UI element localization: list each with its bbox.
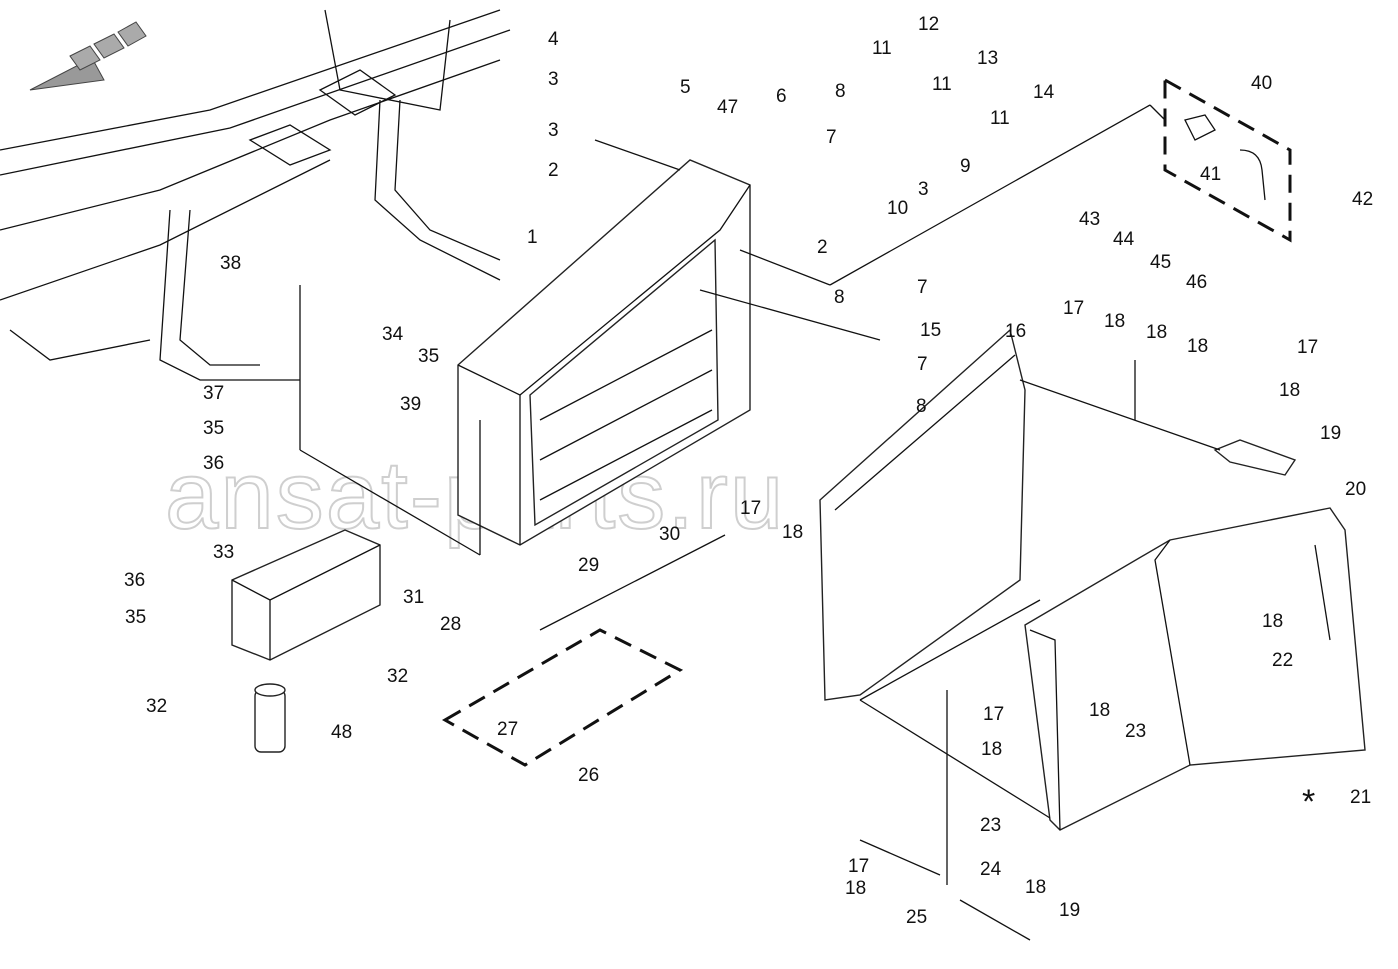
part-label-17: 17 [1297,337,1318,358]
part-label-42: 42 [1352,189,1373,210]
spacer-block [1213,439,1297,476]
part-label-25: 25 [906,907,927,928]
part-label-40: 40 [1251,73,1272,94]
part-label-22: 22 [1272,650,1293,671]
part-label-18: 18 [1279,380,1300,401]
part-label-43: 43 [1079,209,1100,230]
part-label-18: 18 [1146,322,1167,343]
part-label-30: 30 [659,524,680,545]
part-label-20: 20 [1345,479,1366,500]
part-label-8: 8 [834,287,845,308]
part-label-4: 4 [548,29,559,50]
part-label-11: 11 [990,108,1010,129]
machine-frame [0,9,511,381]
part-label-18: 18 [782,522,803,543]
part-label-46: 46 [1186,272,1207,293]
part-label-44: 44 [1113,229,1135,250]
part-label-2: 2 [817,237,828,258]
part-label-29: 29 [578,555,599,576]
part-label-3: 3 [918,179,929,200]
part-label-21: 21 [1350,787,1371,808]
part-label-11: 11 [872,38,892,59]
part-label-3: 3 [548,69,559,90]
part-label-34: 34 [382,324,404,345]
part-label-11: 11 [932,74,952,95]
part-label-18: 18 [1104,311,1125,332]
part-label-3: 3 [548,120,559,141]
part-label-15: 15 [920,320,941,341]
part-label-8: 8 [916,396,927,417]
cover-panel [1024,507,1366,831]
side-panel [819,328,1026,701]
part-label-26: 26 [578,765,599,786]
part-label-35: 35 [203,418,224,439]
part-label-1: 1 [527,227,538,248]
part-label-47: 47 [717,97,738,118]
part-label-48: 48 [331,722,352,743]
part-label-32: 32 [387,666,408,687]
part-label-5: 5 [680,77,691,98]
part-label-27: 27 [497,719,518,740]
part-label-17: 17 [740,498,761,519]
part-label-18: 18 [1025,877,1046,898]
part-label-41: 41 [1200,164,1221,185]
kit-outline [441,628,684,767]
part-label-18: 18 [1262,611,1283,632]
part-label-36: 36 [124,570,145,591]
part-label-2: 2 [548,160,559,181]
part-label-23: 23 [1125,721,1146,742]
part-label-17: 17 [1063,298,1084,319]
part-label-31: 31 [403,587,424,608]
note-asterisk-symbol: * [1302,783,1315,821]
storage-box [457,159,751,546]
part-label-13: 13 [977,48,998,69]
part-label-19: 19 [1059,900,1080,921]
part-label-8: 8 [835,81,846,102]
part-label-7: 7 [917,354,928,375]
part-label-17: 17 [848,856,869,877]
part-label-7: 7 [826,127,837,148]
part-label-28: 28 [440,614,461,635]
assembly-lines [260,104,1331,941]
part-label-37: 37 [203,383,224,404]
part-label-18: 18 [845,878,866,899]
part-label-36: 36 [203,453,224,474]
part-label-12: 12 [918,14,939,35]
part-label-18: 18 [1089,700,1110,721]
part-label-7: 7 [917,277,928,298]
part-label-18: 18 [981,739,1002,760]
direction-arrow-icon [29,21,147,91]
part-label-9: 9 [960,156,971,177]
part-label-38: 38 [220,253,241,274]
part-label-32: 32 [146,696,167,717]
handle-assembly [1163,77,1292,243]
part-label-33: 33 [213,542,234,563]
part-label-17: 17 [983,704,1004,725]
part-label-35: 35 [125,607,146,628]
part-label-6: 6 [776,86,787,107]
part-label-45: 45 [1150,252,1171,273]
part-label-39: 39 [400,394,421,415]
part-label-18: 18 [1187,336,1208,357]
container [254,683,286,753]
part-label-14: 14 [1033,82,1055,103]
battery [231,529,381,661]
part-label-19: 19 [1320,423,1341,444]
part-label-16: 16 [1005,321,1026,342]
part-label-35: 35 [418,346,439,367]
part-label-24: 24 [980,859,1002,880]
part-label-23: 23 [980,815,1001,836]
part-label-10: 10 [887,198,908,219]
